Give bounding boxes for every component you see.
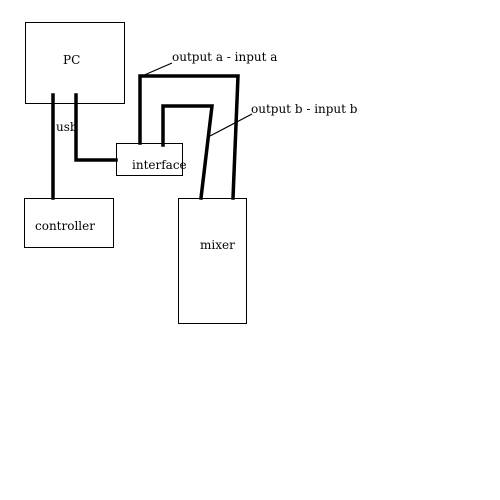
cable-pc-interface: [74, 93, 118, 162]
output-a-label: output a - input a: [172, 50, 277, 64]
output-b-label: output b - input b: [251, 102, 358, 116]
pc-label: PC: [63, 53, 80, 67]
cable-output-a-input-a: [138, 74, 240, 200]
mixer-label: mixer: [200, 238, 235, 252]
controller-box: [24, 198, 114, 248]
controller-label: controller: [35, 219, 95, 233]
cable-output-b-input-b: [161, 104, 214, 200]
pc-box: [25, 22, 125, 104]
interface-label: interface: [132, 158, 187, 172]
mixer-box: [178, 198, 247, 324]
usb-label: usb: [56, 120, 78, 134]
output-a-pointer-line: [141, 62, 173, 77]
output-b-pointer-line: [209, 113, 253, 137]
interface-box: [116, 143, 183, 176]
